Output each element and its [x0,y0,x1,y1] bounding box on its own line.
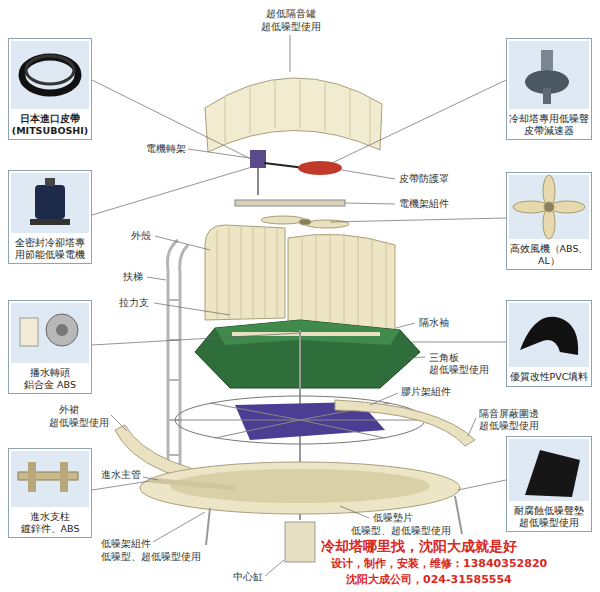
part-label: 膠片架組件 [400,386,452,398]
part-label: 電機轉架 [145,143,187,155]
icon-card: 高效風機（ABS、AL） [506,172,592,270]
icon-card: 進水支柱鍍鋅件、ABS [8,448,92,538]
part-label: 低噪墊片 [372,512,414,524]
part-caption: 鍍鋅件、ABS [11,523,89,535]
watermark-text: 设计，制作，安装，维修：13840352820 [330,557,548,570]
part-label: 低噪型、超低噪型使用 [100,551,202,563]
part-label: 三角板 [428,352,460,364]
part-label: 超低噪型使用 [260,21,322,33]
icon-card: 播水轉頭鋁合金 ABS [8,300,92,394]
icon-card: 日本進口皮帶(MITSUBOSHI) [8,38,92,140]
part-caption: (MITSUBOSHI) [11,125,89,137]
part-caption: 高效風機（ABS、AL） [509,243,589,266]
part-caption: 冷却塔專用低噪聲皮帶減速器 [509,113,589,136]
icon-card: 冷却塔專用低噪聲皮帶減速器 [506,38,592,140]
part-caption: 日本進口皮帶 [11,113,89,125]
part-caption: 超低噪型使用 [509,517,589,529]
leader-lines [92,35,506,576]
icon-card: 全密封冷卻塔專用節能低噪電機 [8,170,92,264]
part-label: 隔水袖 [418,317,450,329]
part-label: 低噪架組件 [100,538,152,550]
part-label: 扶梯 [122,271,144,283]
part-label: 低噪型、超低噪型使用 [350,525,452,537]
part-label: 拉力支 [118,297,150,309]
part-caption: 播水轉頭 [11,367,89,379]
part-caption: 優質改性PVC填料 [509,371,589,383]
part-label: 進水主管 [100,469,142,481]
watermark-text: 沈阳大成公司，024-31585554 [345,573,513,586]
icon-card: 耐腐蝕低噪聲墊超低噪型使用 [506,436,592,532]
part-label: 超低噪型使用 [478,420,540,432]
watermark-text: 冷却塔哪里找，沈阳大成就是好 [320,538,518,555]
part-label: 隔音屏蔽圍邊 [478,408,540,420]
part-label: 超低隔音罐 [265,8,317,20]
icon-card: 優質改性PVC填料 [506,300,592,387]
part-label: 皮帶防護罩 [398,173,450,185]
part-label: 超低噪型使用 [428,364,490,376]
part-label: 電機架組件 [398,198,450,210]
part-label: 外殼 [130,230,152,242]
part-label: 中心缸 [232,571,264,583]
part-label: 超低噪型使用 [48,417,110,429]
part-caption: 進水支柱 [11,511,89,523]
part-label: 外裙 [58,404,80,416]
part-caption: 全密封冷卻塔專用節能低噪電機 [11,237,89,260]
part-caption: 鋁合金 ABS [11,379,89,391]
part-caption: 耐腐蝕低噪聲墊 [509,505,589,517]
